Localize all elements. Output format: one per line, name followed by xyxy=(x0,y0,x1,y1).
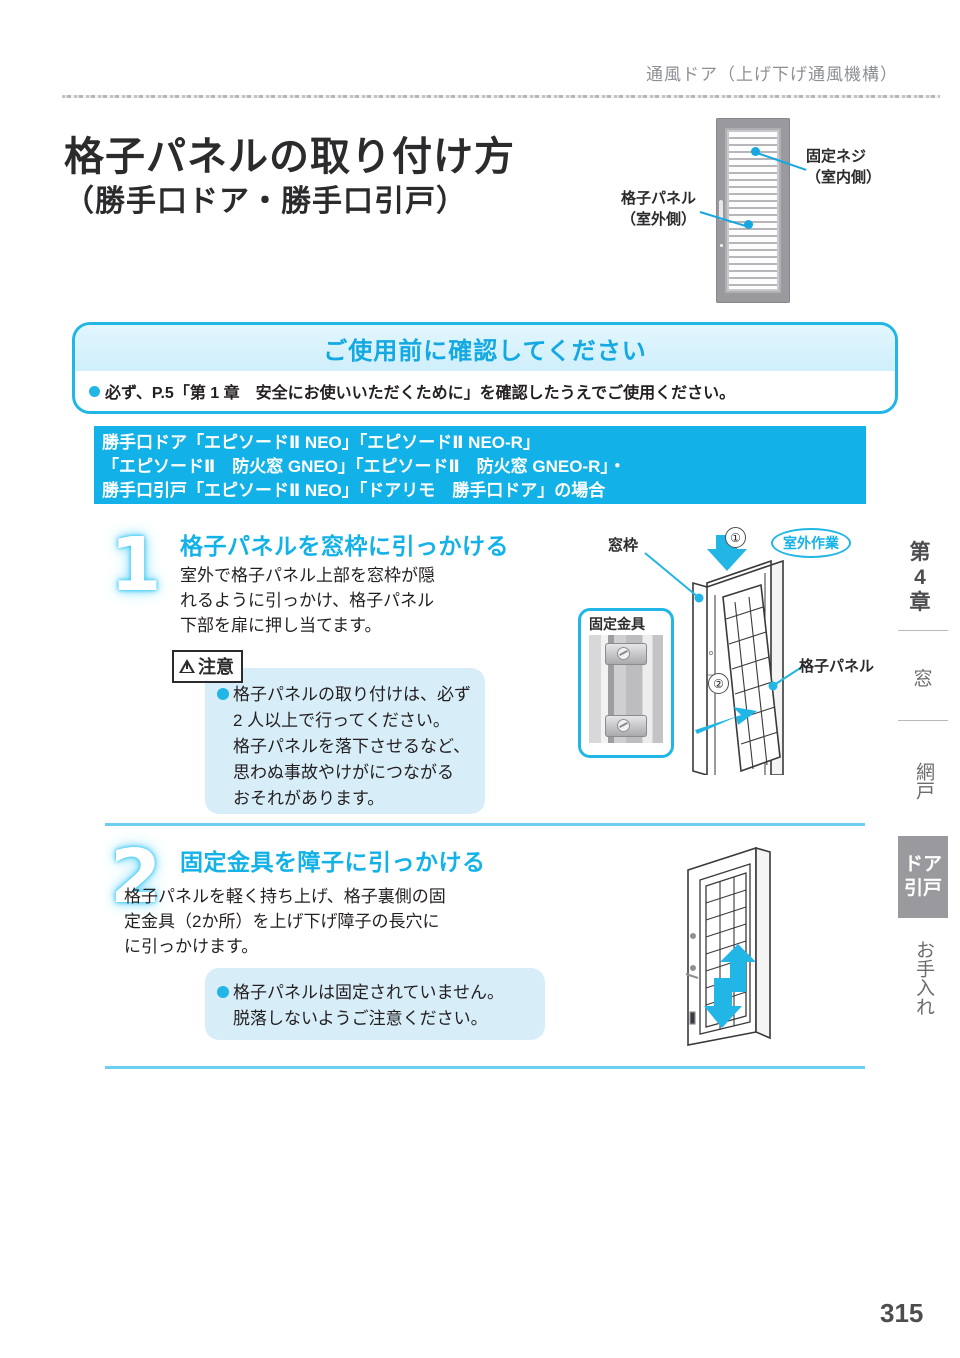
step-2-note-box: 格子パネルは固定されていません。 脱落しないようご注意ください。 xyxy=(205,968,545,1040)
bullet-icon xyxy=(89,385,100,397)
note-line-2: 脱落しないようご注意ください。 xyxy=(233,1009,488,1028)
door-handle xyxy=(719,200,723,220)
step-1-body-line-3: 下部を扉に押し当てます。 xyxy=(180,616,382,635)
step-2-body-line-2: 定金具（2か所）を上げ下げ障子の長穴に xyxy=(124,912,440,931)
step-1-body: 室外で格子パネル上部を窓枠が隠 れるように引っかけ、格子パネル 下部を扉に押し当… xyxy=(180,563,435,638)
label-lattice-panel: 格子パネル （室外側） xyxy=(618,188,696,230)
bullet-icon xyxy=(217,688,229,700)
notice-heading-band: ご使用前に確認してください xyxy=(75,325,895,371)
sidebar-tab-screen-door[interactable]: 網戸 xyxy=(913,762,934,800)
outdoor-work-badge: 室外作業 xyxy=(771,528,851,558)
section-bottom-divider xyxy=(105,1066,865,1069)
note-text: 格子パネルは固定されていません。 脱落しないようご注意ください。 xyxy=(233,980,504,1032)
page-title: 格子パネルの取り付け方 xyxy=(64,135,515,179)
step-1-figure: 室外作業 ① ② 窓枠 格子パネル xyxy=(575,525,875,777)
callout-dot-screw xyxy=(751,147,760,156)
screw-icon xyxy=(617,647,631,660)
caution-text: 格子パネルの取り付けは、必ず 2 人以上で行ってください。 格子パネルを落下させ… xyxy=(233,682,471,812)
notice-body: 必ず、P.5「第 1 章 安全にお使いいただくために」を確認したうえでご使用くだ… xyxy=(75,371,895,411)
sidebar-chapter-line-2: 4 xyxy=(914,566,926,589)
caution-tag: 注意 xyxy=(172,650,243,683)
step-2-number: 2 xyxy=(110,834,162,920)
note-row: 格子パネルは固定されていません。 脱落しないようご注意ください。 xyxy=(217,980,533,1032)
step-1-body-line-1: 室外で格子パネル上部を窓枠が隠 xyxy=(180,566,435,585)
header-divider xyxy=(62,95,940,98)
bracket-clip-top xyxy=(605,643,647,665)
page-number: 315 xyxy=(880,1298,924,1328)
step-2-heading: 固定金具を障子に引っかける xyxy=(180,849,486,875)
pre-use-notice-box: ご使用前に確認してください 必ず、P.5「第 1 章 安全にお使いいただくために… xyxy=(72,322,898,414)
note-line-1: 格子パネルは固定されていません。 xyxy=(233,983,504,1002)
banner-line-2: 「エピソードⅡ 防火窓 GNEO」「エピソードⅡ 防火窓 GNEO-R」・ xyxy=(102,457,626,476)
notice-body-text: 必ず、P.5「第 1 章 安全にお使いいただくために」を確認したうえでご使用くだ… xyxy=(105,385,736,402)
label-fixing-screw: 固定ネジ （室内側） xyxy=(806,146,881,188)
step-1-heading: 格子パネルを窓枠に引っかける xyxy=(180,533,509,559)
step-1-diagram-svg xyxy=(644,535,806,777)
caution-line-4: 思わぬ事故やけがにつながる xyxy=(233,763,454,782)
sidebar-tab-door-line-1: ドア xyxy=(903,854,942,875)
screw-icon xyxy=(617,719,631,732)
bullet-icon xyxy=(217,986,229,998)
label-fixing-screw-text: 固定ネジ xyxy=(806,148,867,165)
warning-triangle-icon xyxy=(179,659,195,673)
sidebar-divider-1 xyxy=(898,630,948,631)
step-2-diagram-svg xyxy=(685,846,771,1046)
caution-tag-label: 注意 xyxy=(198,657,234,677)
page-subtitle: （勝手口ドア・勝手口引戸） xyxy=(64,185,467,218)
sidebar-chapter-line-1: 第 xyxy=(909,541,931,564)
step-1-number: 1 xyxy=(110,522,162,608)
sidebar-divider-2 xyxy=(898,720,948,721)
step-2-body: 格子パネルを軽く持ち上げ、格子裏側の固 定金具（2か所）を上げ下げ障子の長穴に … xyxy=(124,884,446,959)
bracket-clip-bottom xyxy=(605,715,647,737)
sidebar-tab-door-sliding[interactable]: ドア 引戸 xyxy=(898,836,948,918)
sidebar-chapter-line-3: 章 xyxy=(909,591,931,614)
step-2-figure xyxy=(660,840,870,1050)
banner-line-1: 勝手口ドア「エピソードⅡ NEO」「エピソードⅡ NEO-R」 xyxy=(102,433,540,452)
notice-heading-text: ご使用前に確認してください xyxy=(323,337,647,365)
callout-dot-panel xyxy=(744,220,753,229)
sidebar-tab-maintenance[interactable]: お手入れ xyxy=(913,940,934,1016)
caution-line-1: 格子パネルの取り付けは、必ず xyxy=(233,685,471,704)
step-2-body-line-3: に引っかけます。 xyxy=(124,937,259,956)
sidebar-chapter-label: 第 4 章 xyxy=(903,540,937,615)
step-marker-2: ② xyxy=(708,673,729,694)
label-fixing-screw-subtext: （室内側） xyxy=(806,169,882,186)
label-lattice-panel-text: 格子パネル xyxy=(620,190,696,207)
step-marker-1: ① xyxy=(725,527,746,548)
step-1-caution-box: 格子パネルの取り付けは、必ず 2 人以上で行ってください。 格子パネルを落下させ… xyxy=(205,668,485,814)
caution-line-5: おそれがあります。 xyxy=(233,789,385,808)
label-window-frame: 窓枠 xyxy=(608,537,639,554)
bracket-photo xyxy=(589,635,663,743)
sidebar-tab-window[interactable]: 窓 xyxy=(913,669,933,690)
step-2-body-line-1: 格子パネルを軽く持ち上げ、格子裏側の固 xyxy=(124,887,446,906)
caution-line-3: 格子パネルを落下させるなど、 xyxy=(233,737,471,756)
caution-row: 格子パネルの取り付けは、必ず 2 人以上で行ってください。 格子パネルを落下させ… xyxy=(217,682,473,812)
door-lock-dot xyxy=(720,244,723,247)
sidebar-tab-door-line-2: 引戸 xyxy=(903,878,942,899)
label-step1-panel: 格子パネル xyxy=(799,658,875,675)
bracket-photo-caption: 固定金具 xyxy=(589,616,645,632)
running-header-title: 通風ドア（上げ下げ通風機構） xyxy=(646,65,898,84)
bracket-photo-callout: 固定金具 xyxy=(578,608,674,758)
step-1-body-line-2: れるように引っかけ、格子パネル xyxy=(180,591,435,610)
banner-line-3: 勝手口引戸「エピソードⅡ NEO」「ドアリモ 勝手口ドア」の場合 xyxy=(102,481,606,500)
label-lattice-panel-subtext: （室外側） xyxy=(620,211,696,228)
step-divider-1 xyxy=(105,823,865,826)
door-illustration xyxy=(716,118,790,303)
caution-line-2: 2 人以上で行ってください。 xyxy=(233,711,450,730)
product-scope-banner: 勝手口ドア「エピソードⅡ NEO」「エピソードⅡ NEO-R」 「エピソードⅡ … xyxy=(94,426,866,504)
